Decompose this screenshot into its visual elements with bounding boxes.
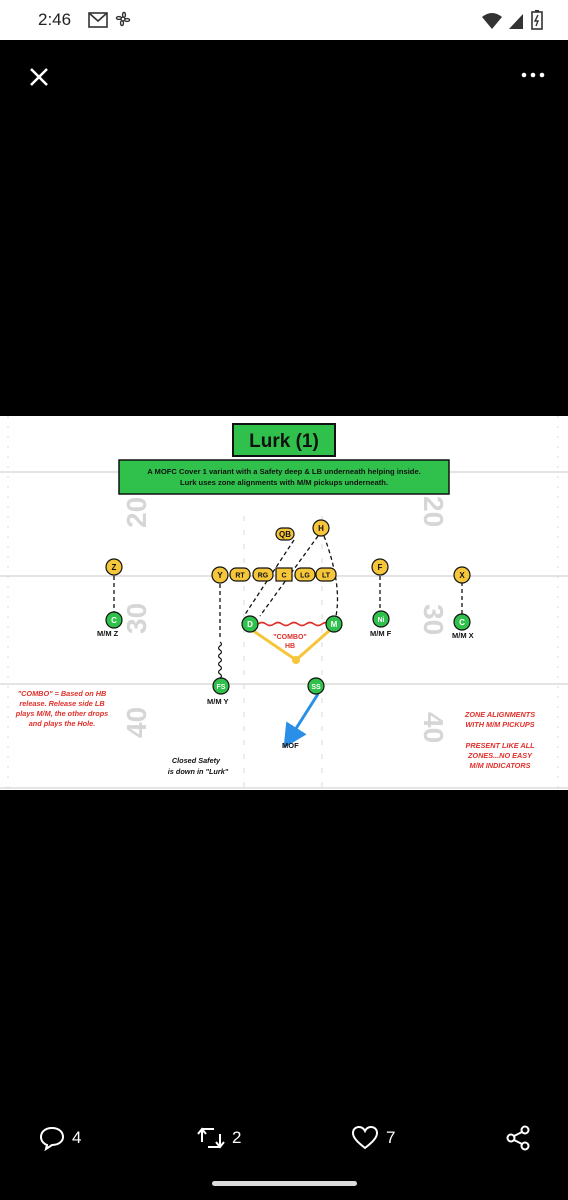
combo-wave (257, 621, 339, 627)
player-label: C (459, 618, 465, 627)
like-count: 7 (386, 1128, 396, 1147)
player-label: C (111, 616, 117, 625)
player-cb-right: C (453, 613, 471, 631)
media-image[interactable]: 20 30 40 20 30 40 Lurk (1) A MOFC Cover … (0, 416, 568, 790)
player-qb: QB (275, 527, 295, 541)
wifi-icon (481, 13, 502, 29)
player-lt: LT (315, 567, 337, 582)
label-closed-safety: is down in "Lurk" (168, 767, 229, 776)
status-time: 2:46 (38, 10, 72, 29)
player-m: M (325, 615, 343, 633)
gmail-icon (88, 12, 108, 28)
yard-number: 20 (418, 496, 449, 527)
reply-icon (39, 1126, 65, 1152)
player-label: Y (217, 571, 223, 580)
player-ni: Ni (372, 610, 390, 628)
player-label: LT (322, 573, 331, 580)
heart-icon (351, 1125, 379, 1150)
title-box: Lurk (1) (232, 423, 336, 457)
note-present-line: M/M INDICATORS (470, 761, 531, 770)
yard-number: 30 (418, 604, 449, 635)
player-label: D (247, 620, 253, 629)
player-y: Y (211, 566, 229, 584)
play-diagram: 20 30 40 20 30 40 Lurk (1) A MOFC Cover … (0, 416, 568, 790)
player-f: F (371, 558, 389, 576)
hb-release-line-right (323, 535, 339, 617)
note-combo-line: and plays the Hole. (29, 719, 96, 728)
player-fs: FS (212, 677, 230, 695)
note-combo-line: plays M/M, the other drops (15, 709, 108, 718)
player-label: M (331, 620, 338, 629)
retweet-count: 2 (232, 1128, 242, 1147)
retweet-icon (197, 1127, 225, 1149)
yard-number: 20 (121, 497, 152, 528)
label-closed-safety: Closed Safety (172, 756, 221, 765)
note-zone-line: WITH M/M PICKUPS (465, 720, 534, 729)
player-label: Z (112, 563, 117, 572)
signal-icon (509, 14, 524, 29)
player-label: H (318, 524, 324, 533)
note-combo-line: "COMBO" = Based on HB (18, 689, 107, 698)
player-rt: RT (229, 567, 251, 582)
player-label: QB (279, 530, 291, 539)
battery-icon (531, 10, 543, 30)
ss-drop-arrow (283, 693, 320, 749)
close-icon[interactable] (24, 62, 54, 92)
player-ss: SS (307, 677, 325, 695)
label-mm-f: M/M F (370, 629, 392, 638)
player-z: Z (105, 558, 123, 576)
label-mm-x: M/M X (452, 631, 474, 640)
label-combo-hb: HB (285, 643, 295, 650)
label-mm-z: M/M Z (97, 629, 119, 638)
status-left-icons (88, 9, 133, 34)
diagram-title: Lurk (1) (249, 431, 319, 452)
top-bar (0, 40, 568, 115)
reply-count: 4 (72, 1128, 82, 1147)
subtitle-line: A MOFC Cover 1 variant with a Safety dee… (147, 467, 421, 476)
player-label: SS (311, 684, 321, 691)
label-combo: "COMBO" (273, 634, 306, 641)
yard-number: 40 (418, 712, 449, 743)
label-mm-y: M/M Y (207, 697, 229, 706)
player-label: RT (235, 573, 245, 580)
player-label: FS (217, 684, 226, 691)
player-label: X (459, 571, 465, 580)
note-zone-line: ZONE ALIGNMENTS (464, 710, 535, 719)
label-mof: MOF (282, 741, 299, 750)
note-present-line: ZONES...NO EASY (467, 751, 533, 760)
home-indicator[interactable] (212, 1181, 357, 1186)
more-icon[interactable] (518, 60, 548, 90)
status-bar: 2:46 (0, 0, 568, 40)
player-label: F (378, 563, 383, 572)
player-d: D (241, 615, 259, 633)
player-x: X (453, 566, 471, 584)
player-c: C (275, 567, 293, 582)
player-label: C (281, 573, 286, 580)
retweet-button[interactable]: 2 (196, 1122, 241, 1154)
note-combo-line: release. Release side LB (19, 699, 104, 708)
player-lg: LG (294, 567, 316, 582)
note-present-line: PRESENT LIKE ALL (465, 741, 535, 750)
fan-icon (115, 11, 130, 27)
subtitle-box: A MOFC Cover 1 variant with a Safety dee… (118, 459, 450, 495)
player-cb-left: C (105, 611, 123, 629)
yard-number: 30 (121, 603, 152, 634)
combo-point (292, 656, 300, 664)
action-bar: 4 2 7 (0, 1118, 568, 1158)
player-label: RG (258, 573, 269, 580)
player-rg: RG (252, 567, 274, 582)
subtitle-line: Lurk uses zone alignments with M/M picku… (180, 478, 388, 487)
player-label: LG (300, 573, 310, 580)
player-h: H (312, 519, 330, 537)
status-right-icons (481, 9, 544, 36)
share-icon (506, 1125, 530, 1151)
player-label: Ni (378, 617, 385, 624)
share-button[interactable] (504, 1122, 538, 1154)
reply-button[interactable]: 4 (38, 1122, 81, 1154)
like-button[interactable]: 7 (350, 1122, 395, 1154)
yard-number: 40 (121, 707, 152, 738)
